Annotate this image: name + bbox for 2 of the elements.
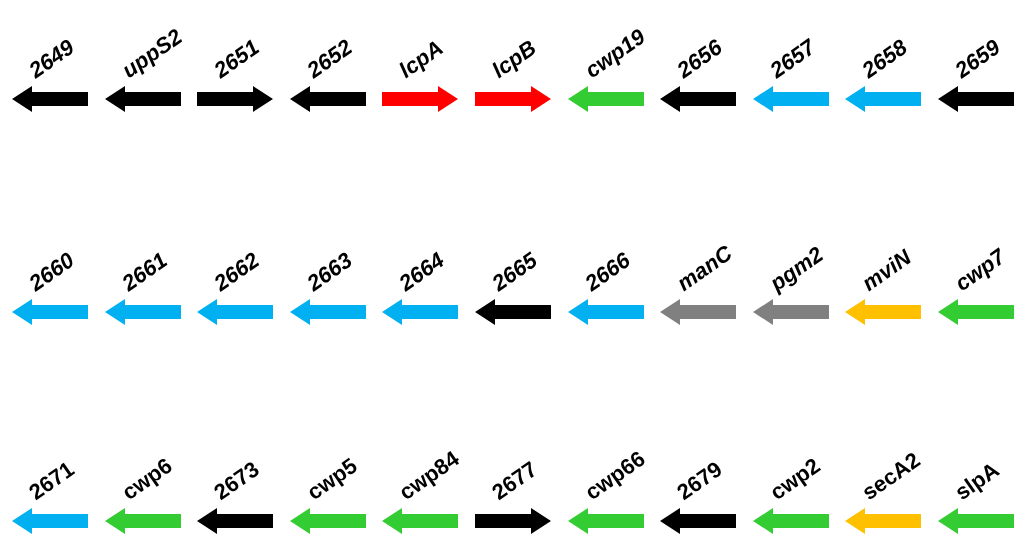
gene-label: 2671: [25, 457, 79, 504]
gene-label: slpA: [951, 458, 1004, 504]
